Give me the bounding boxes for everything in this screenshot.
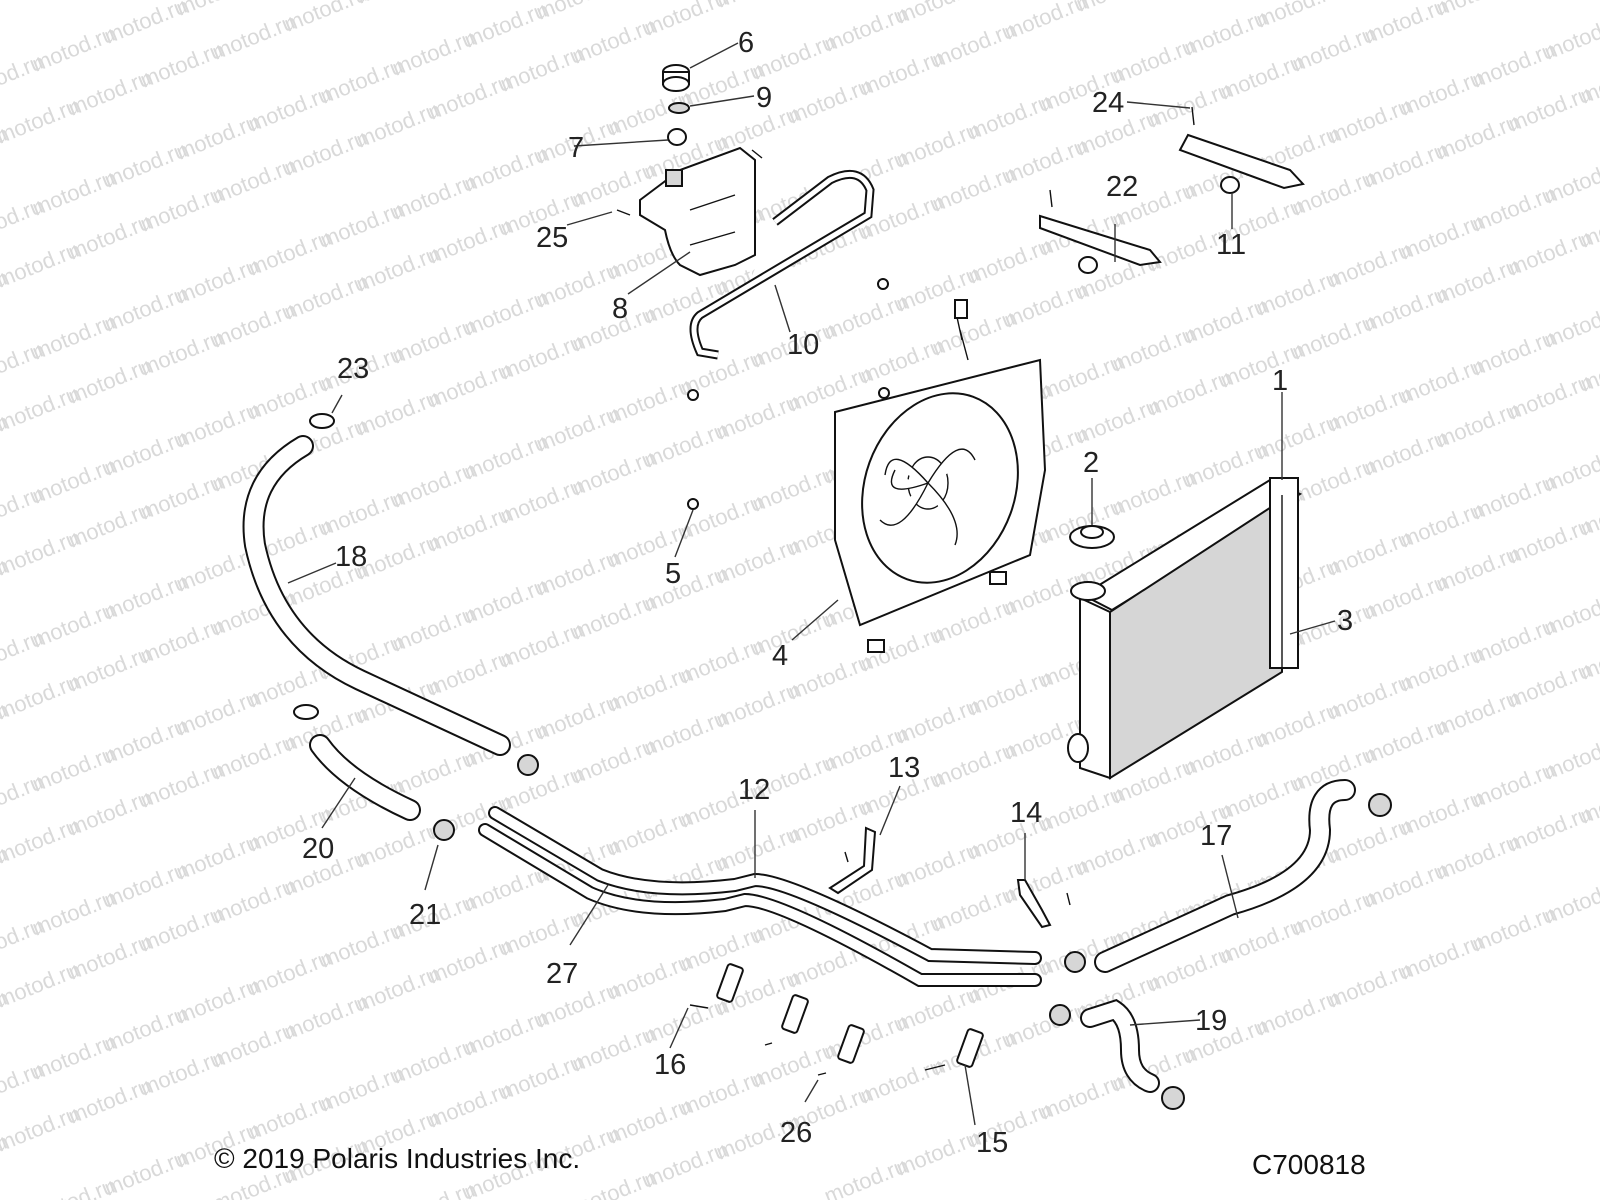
watermark-text: motod.ru	[1541, 297, 1600, 353]
callout-11: 11	[1216, 229, 1246, 261]
watermark-text: motod.ru	[353, 0, 443, 9]
watermark-text: motod.ru	[1541, 9, 1600, 65]
tube-bracket-13	[828, 826, 877, 895]
callout-7: 7	[568, 132, 584, 164]
watermark-text: motod.ru	[893, 0, 983, 29]
radiator	[1067, 477, 1303, 780]
watermark-text: motod.ru	[1541, 441, 1600, 497]
watermark-text: motod.ru	[1541, 873, 1600, 929]
reservoir-grommet	[667, 128, 687, 146]
watermark-text: motod.ru	[1433, 0, 1523, 21]
tube-clips	[716, 963, 984, 1068]
callout-23: 23	[337, 353, 369, 385]
watermark-text: motod.ru	[713, 0, 803, 13]
callout-17: 17	[1200, 820, 1232, 852]
callout-16: 16	[654, 1049, 686, 1081]
callout-21: 21	[409, 899, 441, 931]
watermark-text: motod.ru	[965, 0, 1055, 1]
callout-25: 25	[536, 222, 568, 254]
bracket-lower	[1039, 214, 1162, 267]
callout-1: 1	[1272, 365, 1288, 397]
callout-4: 4	[772, 640, 788, 672]
watermark-text: motod.ru	[641, 0, 731, 41]
callout-19: 19	[1195, 1005, 1227, 1037]
leader-lines	[287, 42, 1336, 1126]
reservoir-seal	[668, 102, 690, 114]
callout-12: 12	[738, 774, 770, 806]
callout-20: 20	[302, 833, 334, 865]
reservoir-bolts	[616, 149, 763, 216]
hose-bottom-right	[1080, 999, 1160, 1093]
callout-27: 27	[546, 958, 578, 990]
watermark-text: motod.ru	[173, 0, 263, 21]
callout-18: 18	[335, 541, 367, 573]
watermark-text: motod.ru	[1073, 0, 1163, 17]
callout-6: 6	[738, 27, 754, 59]
callout-9: 9	[756, 82, 772, 114]
bracket-upper	[1178, 133, 1305, 190]
bracket-bolts	[1049, 106, 1195, 208]
callout-5: 5	[665, 558, 681, 590]
watermark-text: motod.ru	[1541, 585, 1600, 641]
watermark-text: motod.ru	[0, 0, 82, 5]
hose-lower-right	[1094, 779, 1356, 973]
watermark-text: motod.ru	[1325, 0, 1415, 5]
fan-nuts	[687, 278, 890, 510]
diagram-code: C700818	[1252, 1149, 1366, 1180]
watermark-text: motod.ru	[1541, 153, 1600, 209]
callout-2: 2	[1083, 447, 1099, 479]
copyright-notice: © 2019 Polaris Industries Inc.	[214, 1143, 581, 1174]
callout-15: 15	[976, 1127, 1008, 1159]
fan-assembly	[834, 299, 1047, 653]
reservoir-cap	[662, 64, 690, 92]
screws	[689, 851, 1071, 1076]
callout-10: 10	[787, 329, 819, 361]
callout-14: 14	[1010, 797, 1042, 829]
callout-3: 3	[1337, 605, 1353, 637]
coolant-tubes	[478, 806, 1042, 987]
watermark-text: motod.ru	[0, 0, 10, 33]
callout-24: 24	[1092, 87, 1124, 119]
callout-8: 8	[612, 293, 628, 325]
hose-upper-left	[242, 413, 511, 756]
hose-clamps	[433, 754, 1392, 1110]
callout-13: 13	[888, 752, 920, 784]
watermark-text: motod.ru	[281, 0, 371, 37]
callout-labels: 1 2 3 4 5 6 7 8 9 10 11 12 13 14 15 16 1…	[302, 27, 1353, 1159]
grommets	[1078, 176, 1240, 274]
callout-26: 26	[780, 1117, 812, 1149]
callout-22: 22	[1106, 171, 1138, 203]
watermark-text: motod.ru	[533, 0, 623, 25]
overflow-hose	[689, 169, 875, 360]
radiator-cap	[1069, 525, 1115, 549]
watermark-text: motod.ru	[1541, 729, 1600, 785]
watermark-text: motod.ru	[1253, 0, 1343, 33]
